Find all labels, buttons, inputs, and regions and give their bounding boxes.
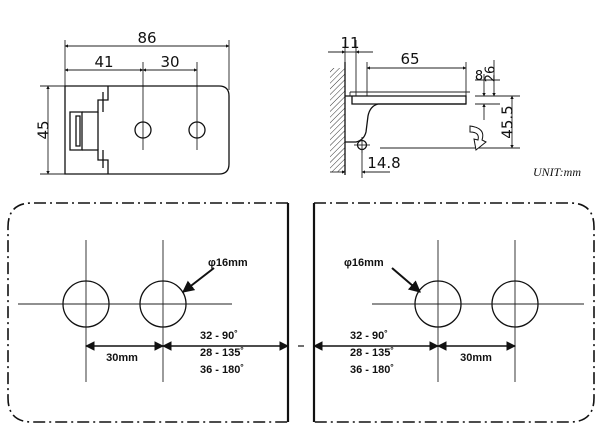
hole-spacing-label-right: 30mm: [460, 352, 492, 364]
dim-65: 65: [400, 50, 419, 68]
glass-hole-right-2: [491, 280, 539, 328]
panel-outline-right: [314, 202, 595, 423]
glass-panel-left: φ16mm 30mm 32 - 90˚ 28 - 135˚ 36 - 180˚: [7, 202, 290, 423]
angle-line-left-3: 36 - 180˚: [200, 364, 244, 376]
dim-14-8: 14.8: [367, 154, 400, 172]
dim-8: 8: [475, 69, 483, 84]
hole-diameter-label-right: φ16mm: [344, 257, 384, 269]
glass-hole-left-2: [139, 280, 187, 328]
angle-line-right-2: 28 - 135˚: [350, 347, 394, 359]
hole-diameter-label-left: φ16mm: [208, 257, 248, 269]
panel-outline-left: [7, 202, 288, 423]
glass-hole-right-1: [414, 280, 462, 328]
dim-11: 11: [340, 34, 359, 52]
angle-line-left-1: 32 - 90˚: [200, 330, 238, 342]
dim-hole-spacing: 30: [160, 53, 179, 71]
wall-hatch: [330, 68, 345, 172]
hinge-profile: [345, 95, 467, 143]
hinge-front-view: 86 41 30 45: [35, 29, 230, 175]
dim-height: 45: [35, 120, 53, 139]
hinge-side-view: 11 65 8 26 45.5 14.8 UNIT:mm: [328, 34, 581, 179]
dim-overall-width: 86: [137, 29, 156, 47]
angle-line-right-1: 32 - 90˚: [350, 330, 388, 342]
glass-hole-left-1: [62, 280, 110, 328]
dim-45-5: 45.5: [499, 105, 517, 138]
angle-line-left-2: 28 - 135˚: [200, 347, 244, 359]
glass-panel-right: φ16mm 32 - 90˚ 28 - 135˚ 36 - 180˚ 30mm: [312, 202, 595, 423]
dim-26: 26: [484, 66, 499, 83]
hole-leader-left: [182, 267, 215, 293]
dim-left-to-hole: 41: [94, 53, 113, 71]
unit-label: UNIT:mm: [533, 165, 581, 179]
mount-hole-right: [188, 121, 206, 139]
angle-line-right-3: 36 - 180˚: [350, 364, 394, 376]
rotation-arrow: [469, 125, 487, 151]
mount-hole-left: [134, 121, 152, 139]
hole-spacing-label-left: 30mm: [106, 352, 138, 364]
hinge-plate: [64, 85, 230, 175]
hole-leader-right: [391, 267, 421, 293]
